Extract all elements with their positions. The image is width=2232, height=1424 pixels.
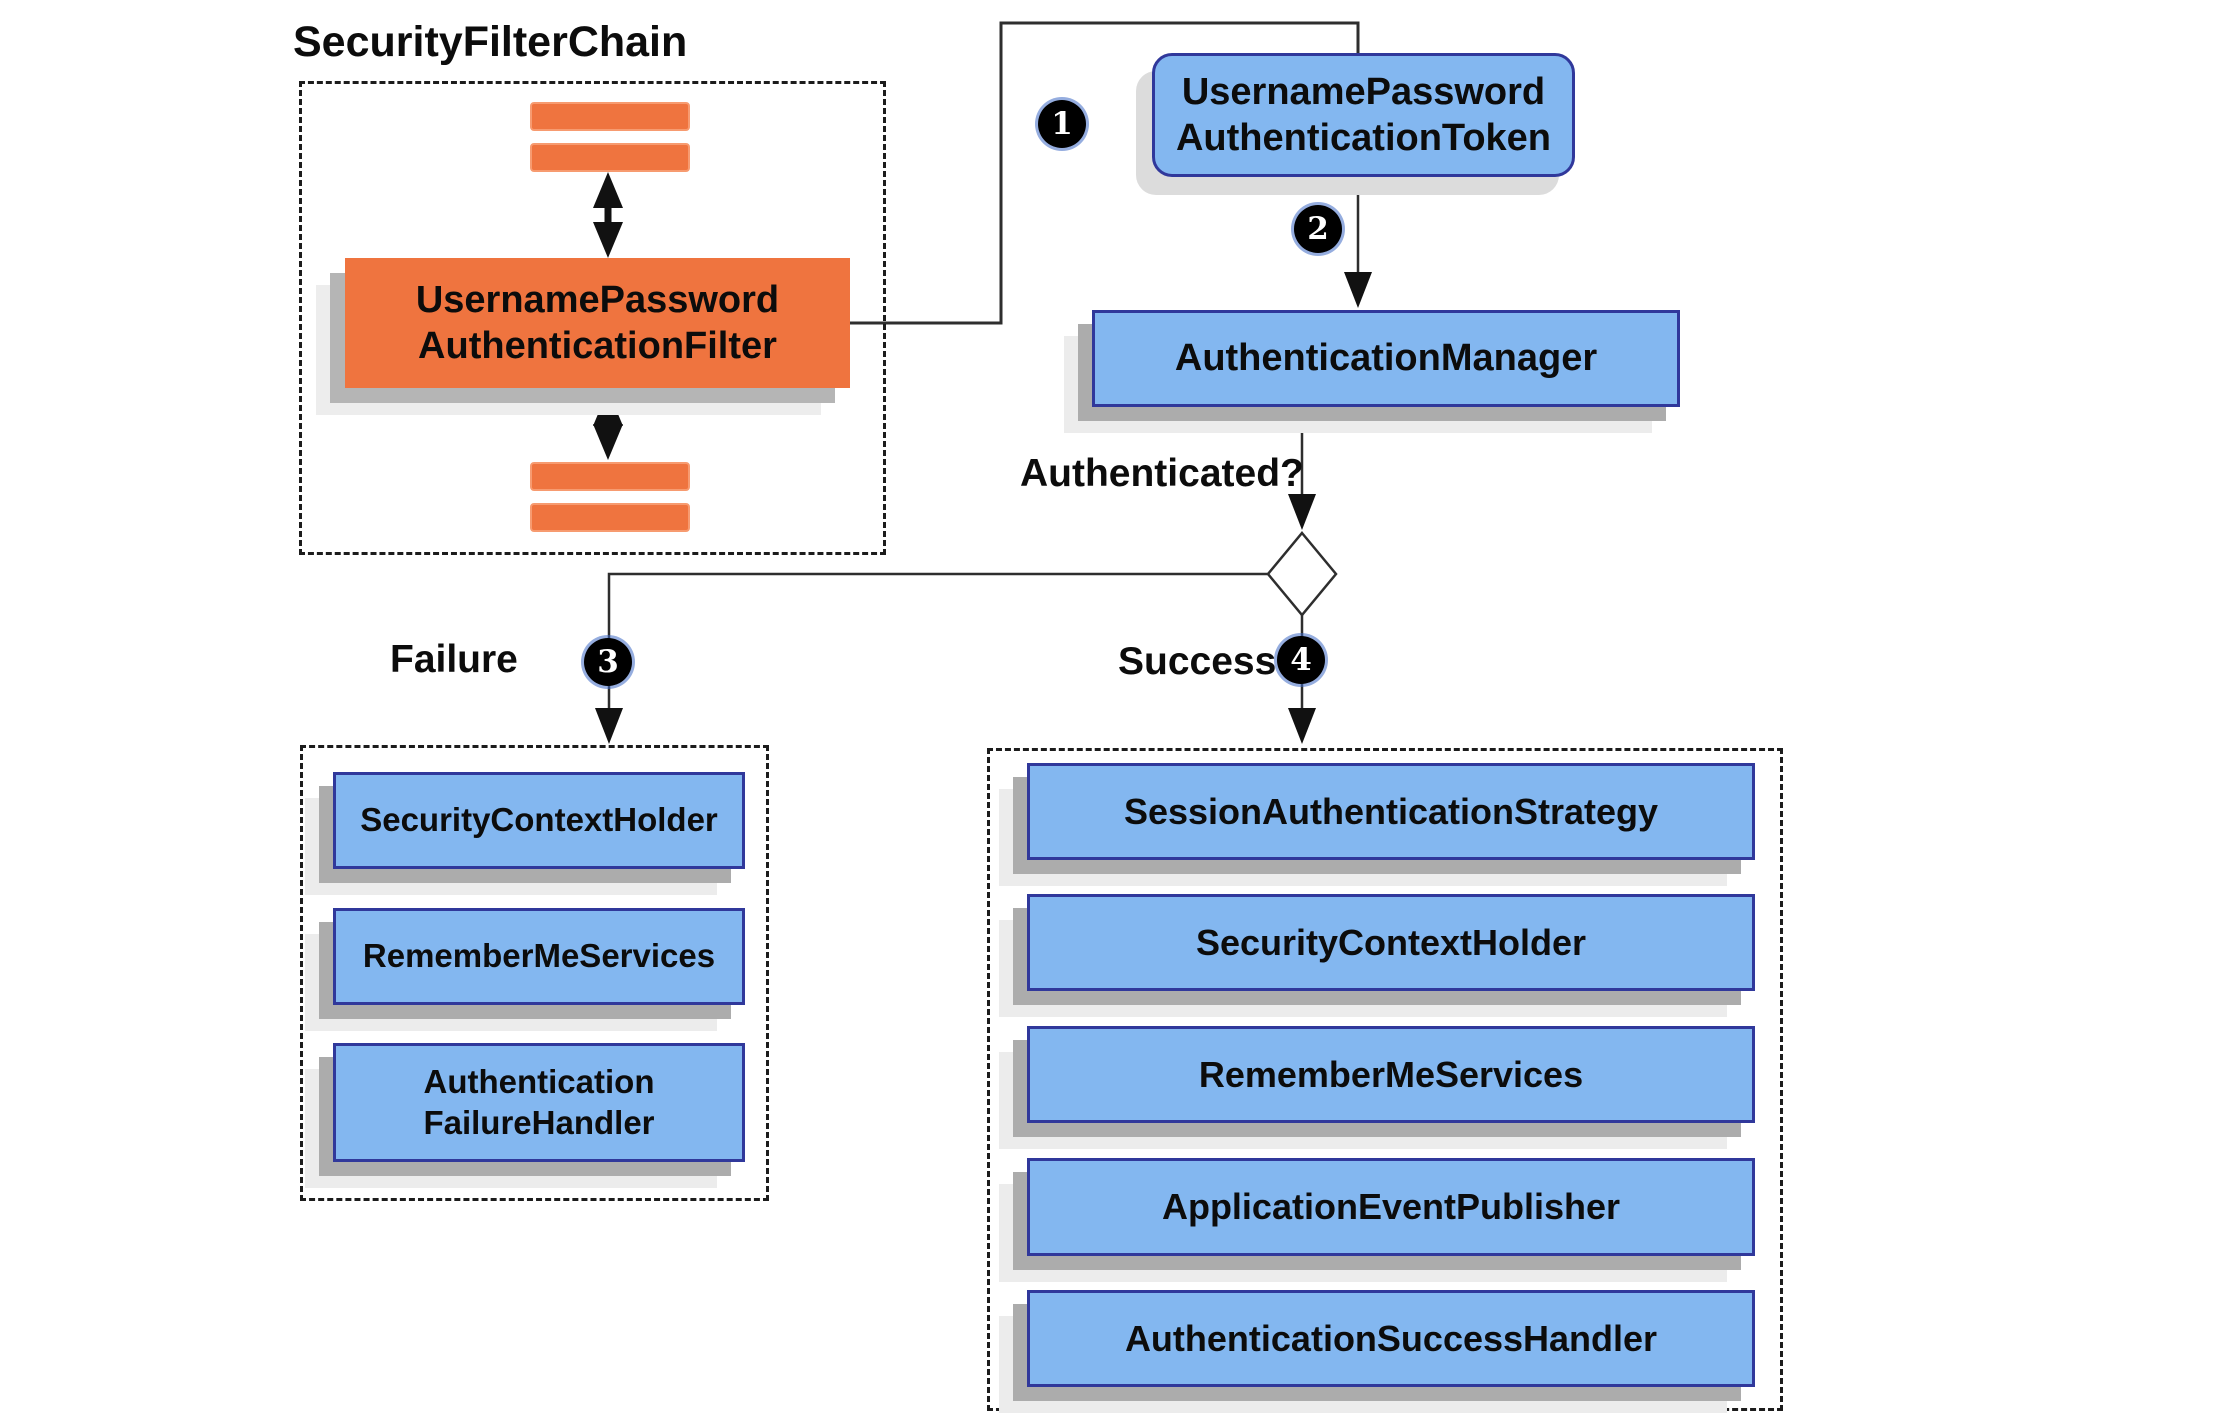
failure-handlers-container [300,745,769,1201]
filter-placeholder-bar [530,503,690,532]
node-label-line: AuthenticationSuccessHandler [1124,1317,1658,1359]
chain-top-arrowhead-up [593,172,623,208]
step-1-badge: 1 [1038,100,1086,148]
node-label-line: ApplicationEventPublisher [1161,1186,1621,1228]
filter-placeholder-bar [530,462,690,491]
filter-placeholder-bar [530,102,690,131]
node-label-line: RememberMeServices [1198,1053,1584,1095]
failure-branch-label: Failure [390,638,518,681]
security-context-holder-node: SecurityContextHolder [333,772,745,869]
node-label-line: SecurityContextHolder [1195,921,1587,963]
filter-placeholder-bar [530,143,690,172]
chain-top-arrowhead-down [593,222,623,258]
failure-branch-arrowhead [595,708,623,744]
step-2-badge: 2 [1294,205,1342,253]
step-number: 3 [597,644,619,680]
node-label-line: UsernamePassword [415,278,780,321]
authentication-success-handler-node: AuthenticationSuccessHandler [1027,1290,1755,1387]
authentication-failure-handler-node: Authentication FailureHandler [333,1043,745,1162]
node-label-line: SecurityContextHolder [360,801,718,839]
node-label-line: AuthenticationToken [1175,117,1552,159]
step-4-badge: 4 [1277,636,1325,684]
chain-bottom-arrowhead-up [593,390,623,426]
node-label-line: UsernamePassword [1181,70,1546,113]
token-to-manager-arrowhead [1344,272,1372,308]
manager-to-diamond-arrowhead [1288,494,1316,530]
remember-me-services-node: RememberMeServices [333,908,745,1005]
filter-to-token-connector [848,21,1360,325]
remember-me-services-node: RememberMeServices [1027,1026,1755,1123]
application-event-publisher-node: ApplicationEventPublisher [1027,1158,1755,1256]
success-branch-arrowhead [1288,708,1316,744]
step-3-badge: 3 [584,638,632,686]
authentication-manager-node: AuthenticationManager [1092,310,1680,407]
session-authentication-strategy-node: SessionAuthenticationStrategy [1027,763,1755,860]
success-handlers-container [987,748,1783,1411]
node-label-line: AuthenticationFilter [418,325,777,367]
chain-bottom-arrowhead-down [593,424,623,460]
node-label-line: RememberMeServices [362,937,716,975]
node-label-line: FailureHandler [423,1103,655,1141]
username-password-authentication-filter-node: UsernamePassword AuthenticationFilter [345,258,850,388]
decision-diamond [1266,531,1338,617]
node-label-line: SessionAuthenticationStrategy [1123,790,1659,832]
step-number: 1 [1051,106,1073,142]
success-branch-label: Success [1118,640,1277,683]
username-password-authentication-token-node: UsernamePassword AuthenticationToken [1152,53,1575,177]
security-filter-chain-container [299,81,886,555]
step-number: 4 [1290,642,1312,678]
security-filter-chain-title: SecurityFilterChain [293,18,688,66]
node-label-line: AuthenticationManager [1174,337,1598,380]
step-number: 2 [1307,211,1329,247]
authenticated-question-label: Authenticated? [1020,452,1304,495]
security-context-holder-node: SecurityContextHolder [1027,894,1755,991]
node-label-line: Authentication [423,1063,655,1101]
